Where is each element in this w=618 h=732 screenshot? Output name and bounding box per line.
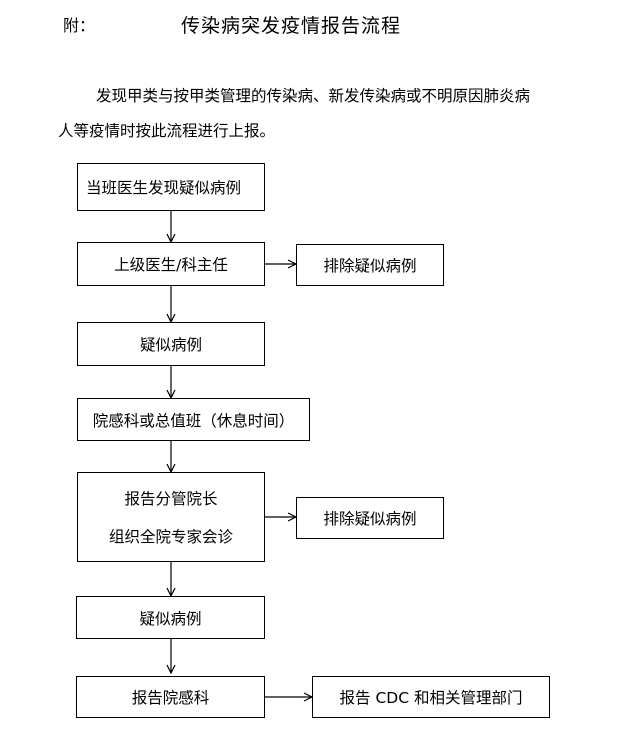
report-cdc: 报告 CDC 和相关管理部门 <box>312 676 550 718</box>
appendix-label: 附： <box>63 16 96 35</box>
exclude-suspected-case-1: 排除疑似病例 <box>296 244 444 286</box>
report-cdc-label: 报告 CDC 和相关管理部门 <box>339 689 523 707</box>
step-infection-control-dept-label: 院感科或总值班（休息时间） <box>92 411 295 430</box>
step-report-vice-president: 报告分管院长 组织全院专家会诊 <box>77 472 265 562</box>
step-suspected-case-label: 疑似病例 <box>139 336 202 354</box>
step-suspected-case: 疑似病例 <box>77 322 265 366</box>
step-doctor-finds-suspected-case: 当班医生发现疑似病例 <box>77 163 265 211</box>
step-report-infection-control: 报告院感科 <box>76 676 265 718</box>
exclude-suspected-case-1-label: 排除疑似病例 <box>323 257 417 275</box>
step-senior-doctor-label: 上级医生/科主任 <box>114 256 228 274</box>
page-title: 传染病突发疫情报告流程 <box>181 15 402 37</box>
step-infection-control-dept: 院感科或总值班（休息时间） <box>77 398 310 441</box>
step-expert-consultation-label: 组织全院专家会诊 <box>108 528 233 546</box>
step-report-vice-president-label: 报告分管院长 <box>124 490 218 508</box>
step-senior-doctor: 上级医生/科主任 <box>77 242 265 286</box>
step-suspected-case-2-label: 疑似病例 <box>139 609 202 628</box>
exclude-suspected-case-2-label: 排除疑似病例 <box>323 510 417 528</box>
exclude-suspected-case-2: 排除疑似病例 <box>296 497 444 539</box>
step-report-infection-control-label: 报告院感科 <box>131 689 210 707</box>
intro-line-1: 发现甲类与按甲类管理的传染病、新发传染病或不明原因肺炎病 <box>96 87 531 105</box>
step-suspected-case-2: 疑似病例 <box>76 596 265 639</box>
step-doctor-finds-suspected-case-label: 当班医生发现疑似病例 <box>86 179 242 197</box>
intro-line-2: 人等疫情时按此流程进行上报。 <box>58 122 276 140</box>
